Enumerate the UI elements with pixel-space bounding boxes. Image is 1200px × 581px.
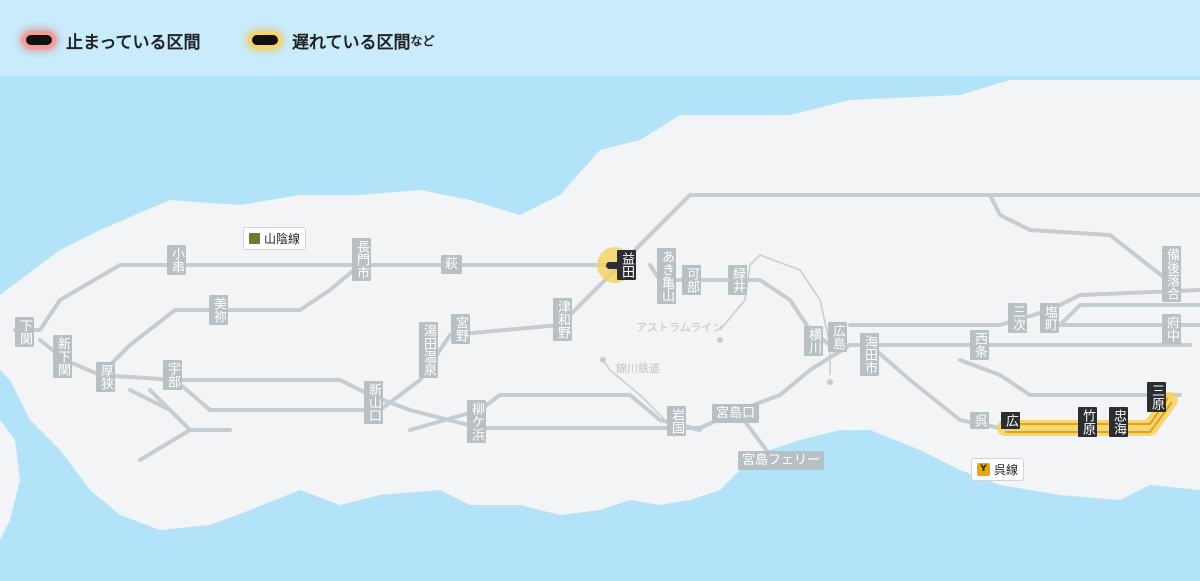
station-shinyamaguchi[interactable]: 新山口 <box>364 381 383 424</box>
station-shiomachi[interactable]: 塩町 <box>1040 303 1059 333</box>
station-miyajimaguchi[interactable]: 宮島口 <box>712 404 760 423</box>
sanin-line-label: 山陰線 <box>264 232 301 246</box>
station-mito[interactable]: 美祢 <box>209 295 228 325</box>
legend-stopped: 止まっている区間 <box>26 28 201 53</box>
station-kabe[interactable]: 可部 <box>682 265 701 295</box>
station-fuchu[interactable]: 府中 <box>1162 314 1181 344</box>
kure-line-tag[interactable]: Y 呉線 <box>971 458 1025 481</box>
legend-delayed-label: 遅れている区間 <box>292 32 411 53</box>
station-ube[interactable]: 宇部 <box>163 360 182 390</box>
station-mihara[interactable]: 三原 <box>1147 382 1166 412</box>
nishikigawa-line-label: 錦川鉄道 <box>616 362 660 375</box>
land-left <box>0 420 20 540</box>
delayed-symbol-icon <box>252 35 278 45</box>
station-hiro[interactable]: 広 <box>1001 412 1020 429</box>
station-hiroshima[interactable]: 広島 <box>828 322 847 352</box>
station-mitsugi[interactable]: 三次 <box>1008 303 1027 333</box>
station-saijo[interactable]: 西条 <box>970 330 989 360</box>
legend-delayed-suffix: など <box>410 33 435 48</box>
station-yanaigatsuhama[interactable]: 柳ケ浜 <box>467 400 486 443</box>
kure-line-label: 呉線 <box>994 463 1019 477</box>
station-kure[interactable]: 呉 <box>970 412 989 429</box>
stopped-symbol-icon <box>26 35 52 45</box>
station-kaitaichi[interactable]: 海田市 <box>860 333 879 376</box>
station-shinshimonoseki[interactable]: 新下関 <box>53 335 72 378</box>
station-akikameyama[interactable]: あき亀山 <box>657 248 676 304</box>
kure-line-code-icon: Y <box>977 463 990 476</box>
station-yokogawa[interactable]: 横川 <box>804 326 823 356</box>
station-midorii[interactable]: 緑井 <box>728 265 747 295</box>
land-mass <box>0 80 1200 530</box>
station-asa[interactable]: 厚狭 <box>96 362 115 392</box>
legend-bar: 止まっている区間 遅れている区間 など <box>0 0 1200 76</box>
station-tadanoumi[interactable]: 忠海 <box>1109 407 1128 437</box>
sanin-line-swatch-icon <box>249 233 260 244</box>
station-kogushi[interactable]: 小串 <box>167 245 186 275</box>
station-takehara[interactable]: 竹原 <box>1078 407 1097 437</box>
legend-stopped-label: 止まっている区間 <box>66 32 201 53</box>
station-miyano[interactable]: 宮野 <box>451 314 470 344</box>
station-yudaonsen[interactable]: 湯田温泉 <box>419 322 438 378</box>
station-nagatoshi[interactable]: 長門市 <box>352 238 371 281</box>
station-miyajima-ferry[interactable]: 宮島フェリー <box>738 451 825 470</box>
station-hagi[interactable]: 萩 <box>441 255 463 274</box>
sanin-line-tag[interactable]: 山陰線 <box>243 227 307 250</box>
astram-line-label: アストラムライン <box>636 321 724 334</box>
station-tsuwano[interactable]: 津和野 <box>553 298 572 341</box>
station-bingoochiai[interactable]: 備後落合 <box>1162 246 1181 302</box>
station-shimonoseki[interactable]: 下関 <box>15 317 34 347</box>
station-masuda[interactable]: 益田 <box>617 250 636 280</box>
station-iwakuni[interactable]: 岩国 <box>667 406 686 436</box>
legend-delayed: 遅れている区間 など <box>252 28 435 53</box>
